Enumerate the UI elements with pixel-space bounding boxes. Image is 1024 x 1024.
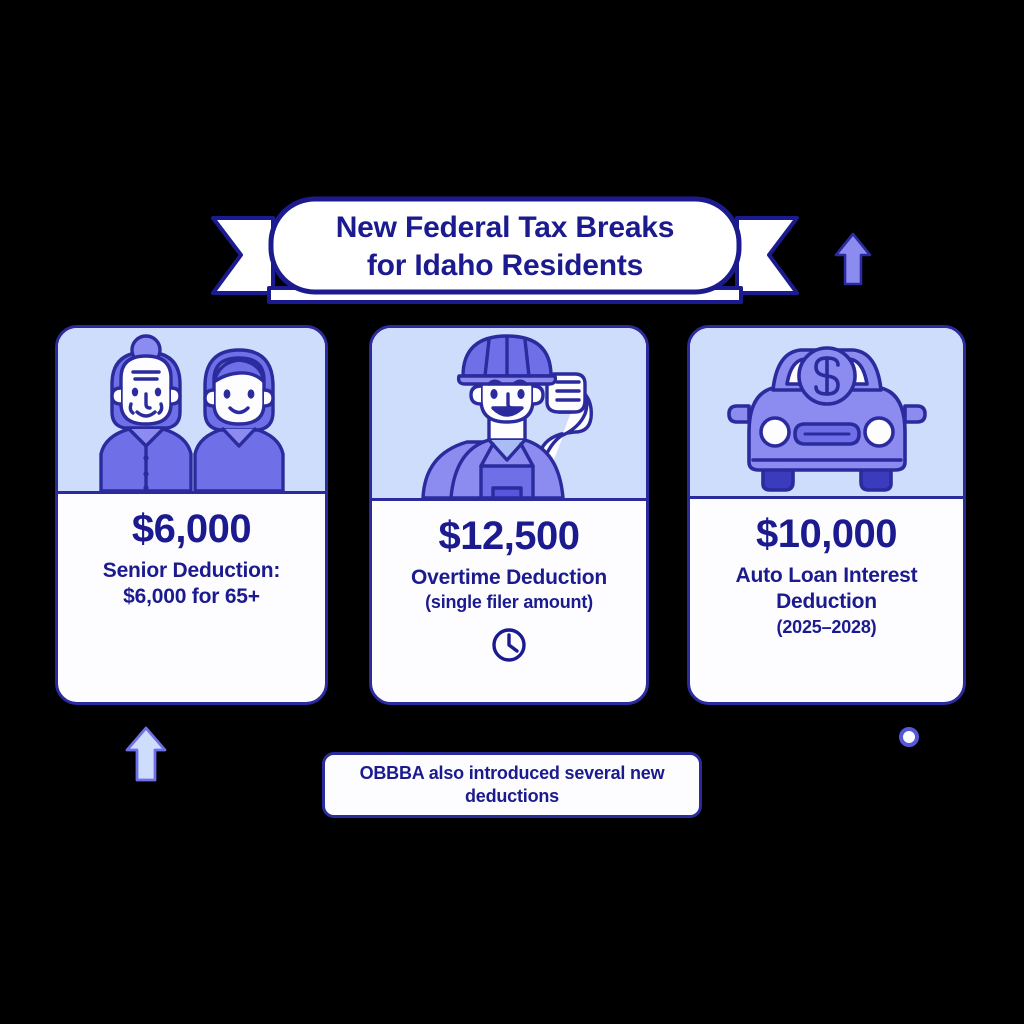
circle-icon (898, 726, 920, 753)
car-with-dollar-sign-illustration (726, 346, 927, 492)
elderly-couple-illustration (98, 334, 285, 491)
banner-ribbon: New Federal Tax Breaks for Idaho Residen… (203, 188, 807, 306)
card-body: $6,000 Senior Deduction: $6,000 for 65+ (58, 494, 325, 702)
card-subtext: $6,000 for 65+ (123, 585, 260, 609)
construction-worker-flexing-illustration (421, 334, 593, 498)
card-subtext: (2025–2028) (776, 616, 877, 637)
card-body: $12,500 Overtime Deduction (single filer… (372, 501, 646, 702)
card-description: Auto Loan Interest Deduction (735, 564, 918, 614)
arrow-up-icon (124, 725, 168, 788)
deduction-card-overtime[interactable]: $12,500 Overtime Deduction (single filer… (369, 325, 649, 705)
caption-box: OBBBA also introduced several new deduct… (322, 752, 702, 818)
deduction-card-auto-loan[interactable]: $10,000 Auto Loan Interest Deduction (20… (687, 325, 966, 705)
banner-title-line-1: New Federal Tax Breaks (335, 210, 675, 244)
ribbon-left-tail (211, 216, 275, 295)
card-description: Senior Deduction: (102, 559, 281, 582)
card-subtext: (single filer amount) (425, 592, 593, 613)
deduction-card-senior[interactable]: $6,000 Senior Deduction: $6,000 for 65+ (55, 325, 328, 705)
clock-icon (490, 626, 528, 669)
card-body: $10,000 Auto Loan Interest Deduction (20… (690, 499, 963, 702)
banner-title-line-2: for Idaho Residents (366, 249, 644, 282)
ribbon-plaque (268, 196, 742, 295)
card-illustration-panel (58, 328, 325, 494)
arrow-up-icon (833, 231, 873, 292)
card-amount: $6,000 (131, 507, 252, 551)
card-amount: $12,500 (438, 514, 580, 558)
card-description: Overtime Deduction (411, 566, 607, 589)
card-amount: $10,000 (755, 512, 898, 556)
caption-text: OBBBA also introduced several new deduct… (359, 762, 665, 806)
banner-ribbon-shape (211, 196, 799, 304)
ribbon-right-tail (735, 216, 799, 295)
card-illustration-panel (690, 328, 963, 499)
banner-title: New Federal Tax Breaks for Idaho Residen… (273, 202, 737, 292)
card-illustration-panel (372, 328, 646, 501)
